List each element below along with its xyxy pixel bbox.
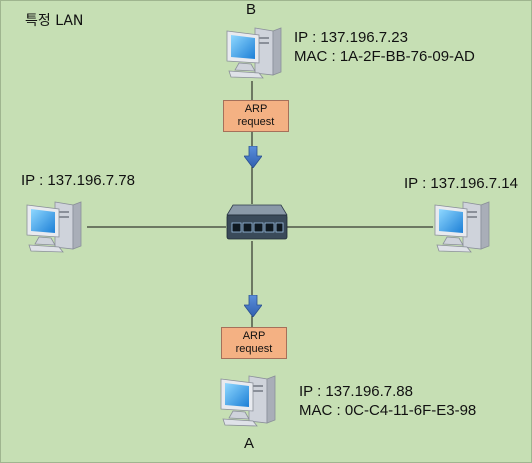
computer-icon xyxy=(26,201,82,253)
host-left-ip: IP : 137.196.7.78 xyxy=(21,172,135,189)
lan-title: 특정 LAN xyxy=(25,13,84,29)
switch-icon xyxy=(226,204,288,240)
host-a-ip: IP : 137.196.7.88 xyxy=(299,383,413,400)
arp-request-label: request xyxy=(235,343,273,355)
host-right-ip: IP : 137.196.7.14 xyxy=(404,175,518,192)
host-a-name: A xyxy=(244,435,255,452)
host-b-ip: IP : 137.196.7.23 xyxy=(294,29,408,46)
arp-label: ARP xyxy=(244,103,268,115)
computer-icon xyxy=(226,27,282,79)
host-b-mac: MAC : 1A-2F-BB-76-09-AD xyxy=(294,48,475,65)
arrow-down-icon xyxy=(244,295,262,317)
arp-request-box-top: ARP request xyxy=(223,100,289,132)
arp-request-label: request xyxy=(237,116,275,128)
computer-icon xyxy=(434,201,490,253)
arp-label: ARP xyxy=(242,330,266,342)
host-b-name: B xyxy=(246,1,257,18)
arp-request-box-bottom: ARP request xyxy=(221,327,287,359)
arrow-down-icon xyxy=(244,146,262,168)
host-a-mac: MAC : 0C-C4-11-6F-E3-98 xyxy=(299,402,477,419)
computer-icon xyxy=(220,375,276,427)
